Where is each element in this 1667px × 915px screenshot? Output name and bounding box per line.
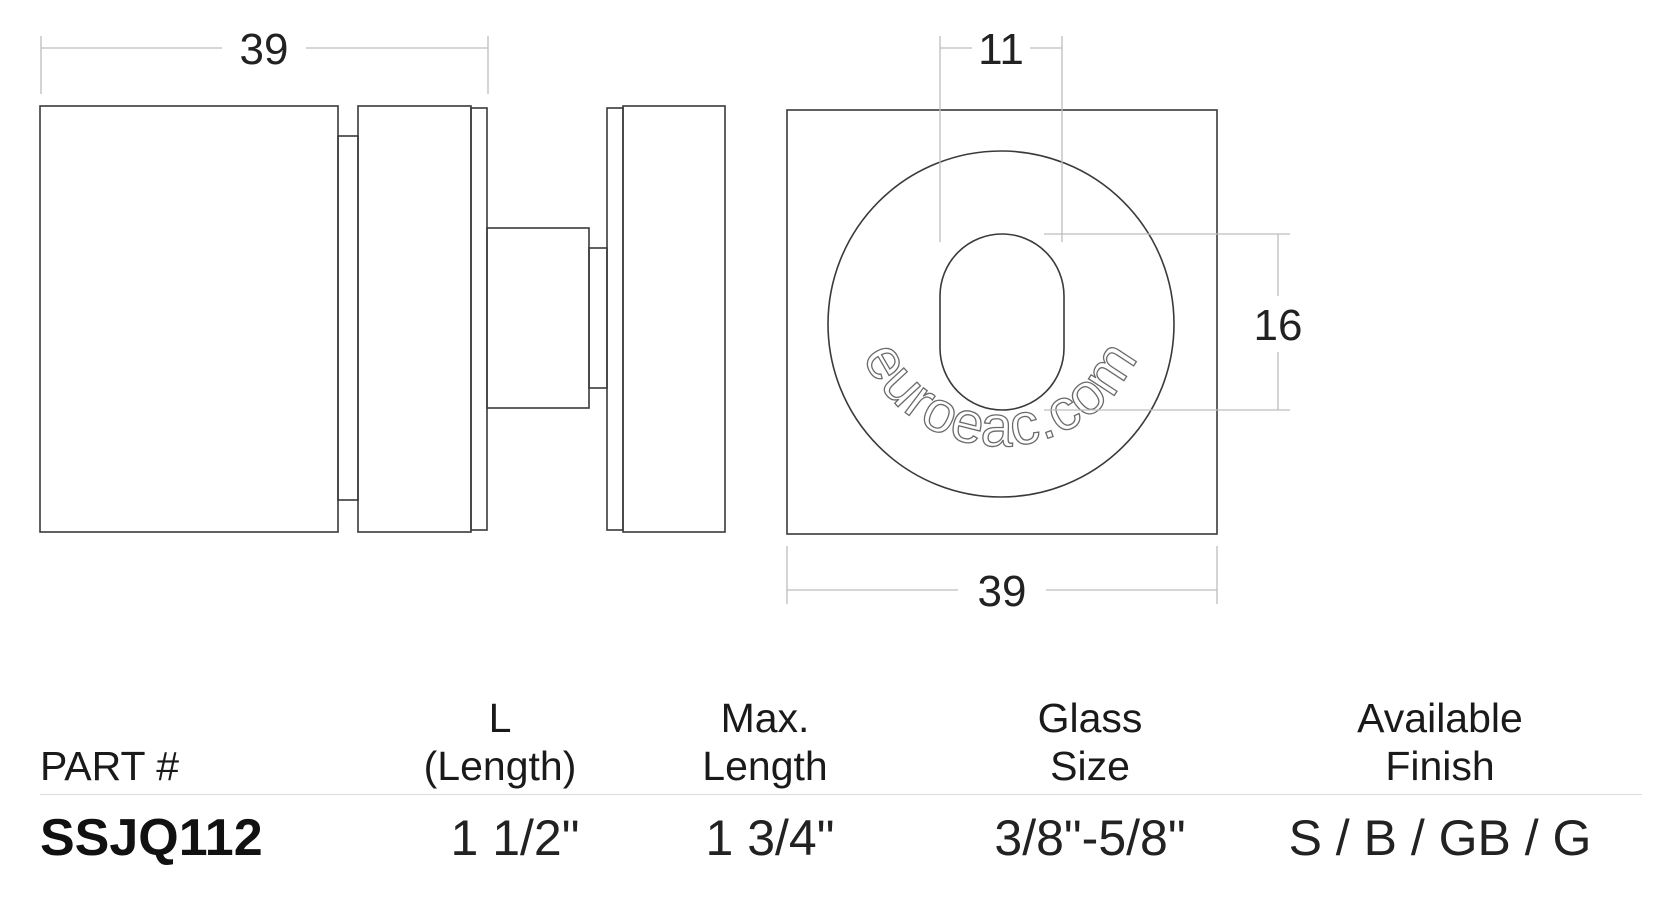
dimension-front-width: 39: [786, 546, 1218, 616]
header-glass-size: Glass Size: [940, 680, 1240, 790]
header-max-length-line2: Length: [702, 743, 828, 789]
header-length: L (Length): [350, 680, 650, 790]
dimension-slot-height: 16: [1044, 233, 1303, 411]
part-number: SSJQ112: [40, 809, 263, 867]
oval-slot: [939, 233, 1065, 411]
round-rosette: [827, 150, 1175, 498]
square-plate: [786, 109, 1218, 535]
side-width-label: 39: [240, 25, 289, 74]
dimension-side-width: 39: [40, 25, 489, 94]
dimension-slot-width: 11: [939, 25, 1063, 242]
header-length-line2: (Length): [423, 743, 577, 789]
header-available-finish: Available Finish: [1265, 680, 1615, 790]
length-value: 1 1/2": [450, 810, 580, 866]
header-glass-size-line2: Size: [1050, 743, 1130, 789]
front-width-label: 39: [978, 567, 1027, 616]
spindle: [486, 227, 590, 409]
back-plate: [622, 105, 726, 533]
back-flange: [606, 107, 624, 531]
header-glass-size-line1: Glass: [1037, 695, 1143, 741]
header-divider: [40, 794, 1642, 795]
header-part: PART #: [40, 680, 340, 790]
header-finish-line2: Finish: [1385, 743, 1495, 789]
header-part-line2: PART #: [40, 743, 180, 789]
washer-left-top: [337, 135, 359, 501]
spindle-tip: [588, 247, 608, 389]
header-finish-line1: Available: [1357, 695, 1523, 741]
header-max-length-line1: Max.: [720, 695, 810, 741]
front-view: euroeac.com: [786, 109, 1218, 535]
slot-width-label: 11: [978, 25, 1024, 74]
header-length-line1: L: [488, 695, 512, 741]
header-max-length: Max. Length: [615, 680, 915, 790]
side-view: [39, 105, 726, 533]
knob-flange: [470, 107, 488, 531]
glass-size-value: 3/8"-5/8": [994, 810, 1186, 866]
knob-body-left: [39, 105, 339, 533]
slot-height-label: 16: [1254, 301, 1303, 350]
max-length-value: 1 3/4": [705, 810, 835, 866]
technical-drawing: 39 euroeac.com 11 16 39: [39, 25, 1303, 616]
watermark-text: euroeac.com: [851, 329, 1150, 459]
knob-body-middle: [357, 105, 472, 533]
finish-value: S / B / GB / G: [1288, 810, 1592, 866]
